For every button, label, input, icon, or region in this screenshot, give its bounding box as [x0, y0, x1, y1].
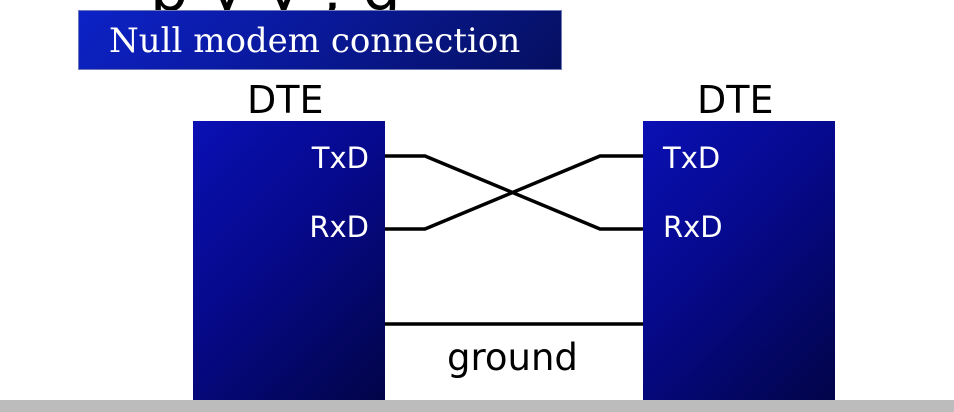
right-rxd-pin-label: RxD: [663, 210, 723, 244]
slide-title-cut-off: p y y , g: [0, 0, 954, 10]
wire-left-rxd-to-right-txd: [385, 154, 643, 231]
right-dte-box: TxD RxD: [643, 121, 835, 400]
ground-label: ground: [447, 336, 578, 379]
footer-bar: [0, 400, 954, 412]
left-txd-pin-label: TxD: [311, 141, 369, 175]
left-dte-box: TxD RxD: [193, 121, 385, 400]
section-banner: Null modem connection: [78, 10, 562, 70]
left-rxd-pin-label: RxD: [309, 210, 369, 244]
left-dte-label: DTE: [247, 78, 324, 122]
right-txd-pin-label: TxD: [663, 141, 721, 175]
right-dte-label: DTE: [697, 78, 774, 122]
